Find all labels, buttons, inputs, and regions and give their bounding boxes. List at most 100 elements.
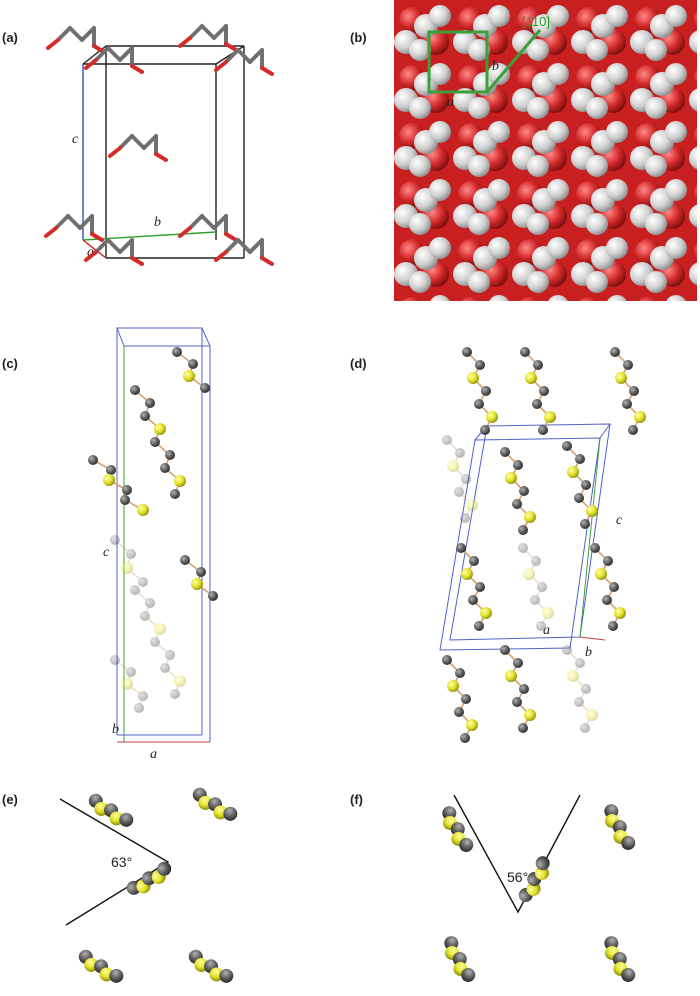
angle-lines [59,798,170,926]
axis-b-line [82,231,217,241]
space-filling-model [394,5,697,351]
ball-stick-molecule [180,555,218,601]
hydrogen-atom [488,5,510,27]
molecule-stack [442,806,474,852]
hydrogen-atom [527,155,549,177]
panel-label-b: (b) [350,30,367,45]
molecule-stack [78,949,124,983]
axis-label-a: a [447,95,454,110]
oxygen-atom [402,297,422,301]
hydrogen-atom [586,213,608,235]
panel-d: (d) c a b [350,347,646,743]
panel-c: (c) c b a [2,327,218,762]
hydrogen-atom [547,121,569,143]
ball-stick-molecule [442,655,478,743]
oxygen-atom [482,319,508,345]
oxygen-atom [600,319,626,345]
oxygen-atom [694,243,697,261]
hydrogen-atom [414,304,438,328]
hydrogen-atom [409,39,431,61]
panel-b: (b) [110] a b [350,0,697,351]
hydrogen-atom [488,121,510,143]
unit-cell-a [82,45,245,259]
axis-label-c: c [103,545,110,560]
hydrogen-atom [429,121,451,143]
axis-a-line [82,239,107,259]
molecule-stack [88,793,134,827]
hydrogen-atom [606,179,628,201]
oxygen-atom [541,319,567,345]
ball-stick-molecule [110,535,148,587]
oxygen-atom [423,319,449,345]
hydrogen-atom [645,271,667,293]
ball-stick-molecule [442,435,478,523]
hydrogen-atom [645,155,667,177]
hydrogen-atom [607,295,627,301]
hydrogen-atom [606,121,628,143]
oxygen-atom [520,297,540,301]
ball-stick-molecule [462,347,498,435]
molecules-c [88,347,218,713]
hydrogen-atom [645,39,667,61]
axis-label-b: b [112,722,119,737]
oxygen-atom [638,297,658,301]
hydrogen-atom [547,237,569,259]
hydrogen-atom [606,237,628,259]
hydrogen-atom [409,213,431,235]
panel-label-c: (c) [2,356,18,371]
hydrogen-atom [591,304,615,328]
hydrogen-atom [468,213,490,235]
hydrogen-atom [488,237,510,259]
molecules-e [78,787,238,983]
stick-molecule [178,214,238,242]
stick-molecule [44,214,104,242]
axis-label-b: b [492,59,499,74]
hydrogen-atom [665,121,687,143]
hydrogen-atom [689,30,697,54]
axis-label-b: b [585,645,592,660]
hydrogen-atom [645,329,667,351]
stick-molecule [214,238,274,266]
axis-label-a: a [87,245,94,260]
stick-molecule [84,238,144,266]
hydrogen-atom [488,63,510,85]
molecule-stack [518,856,550,902]
ball-stick-molecule [500,645,536,733]
panel-e: (e) 63° [2,787,238,983]
hydrogen-atom [429,63,451,85]
hydrogen-atom [532,304,556,328]
ball-stick-molecule [520,347,556,435]
molecule-stack [188,949,234,983]
axis-label-c: c [72,132,79,147]
hydrogen-atom [650,304,674,328]
hydrogen-atom [586,39,608,61]
oxygen-atom [694,11,697,29]
hydrogen-atom [394,320,418,344]
unit-cell-c [116,327,211,743]
hydrogen-atom [586,329,608,351]
hydrogen-atom [689,88,697,112]
stick-molecule [108,134,168,162]
hydrogen-atom [512,320,536,344]
hydrogen-atom [430,295,450,301]
ball-stick-molecule [130,585,186,699]
hydrogen-atom [409,155,431,177]
ball-stick-molecule [562,645,598,733]
ball-stick-molecule [456,543,492,631]
ball-stick-molecule [130,385,186,499]
hydrogen-atom [453,320,477,344]
ball-stick-molecule [562,441,598,529]
ball-stick-molecule [172,347,210,393]
hydrogen-atom [429,179,451,201]
hydrogen-atom [527,213,549,235]
hydrogen-atom [468,155,490,177]
oxygen-atom [461,297,481,301]
hydrogen-atom [527,271,549,293]
panel-a: (a) c b a [2,24,274,266]
molecules-d [442,347,646,743]
axis-label-a: a [150,747,157,762]
hydrogen-atom [665,237,687,259]
angle-lines [453,794,581,914]
hydrogen-atom [689,146,697,170]
stick-molecule [84,46,144,74]
